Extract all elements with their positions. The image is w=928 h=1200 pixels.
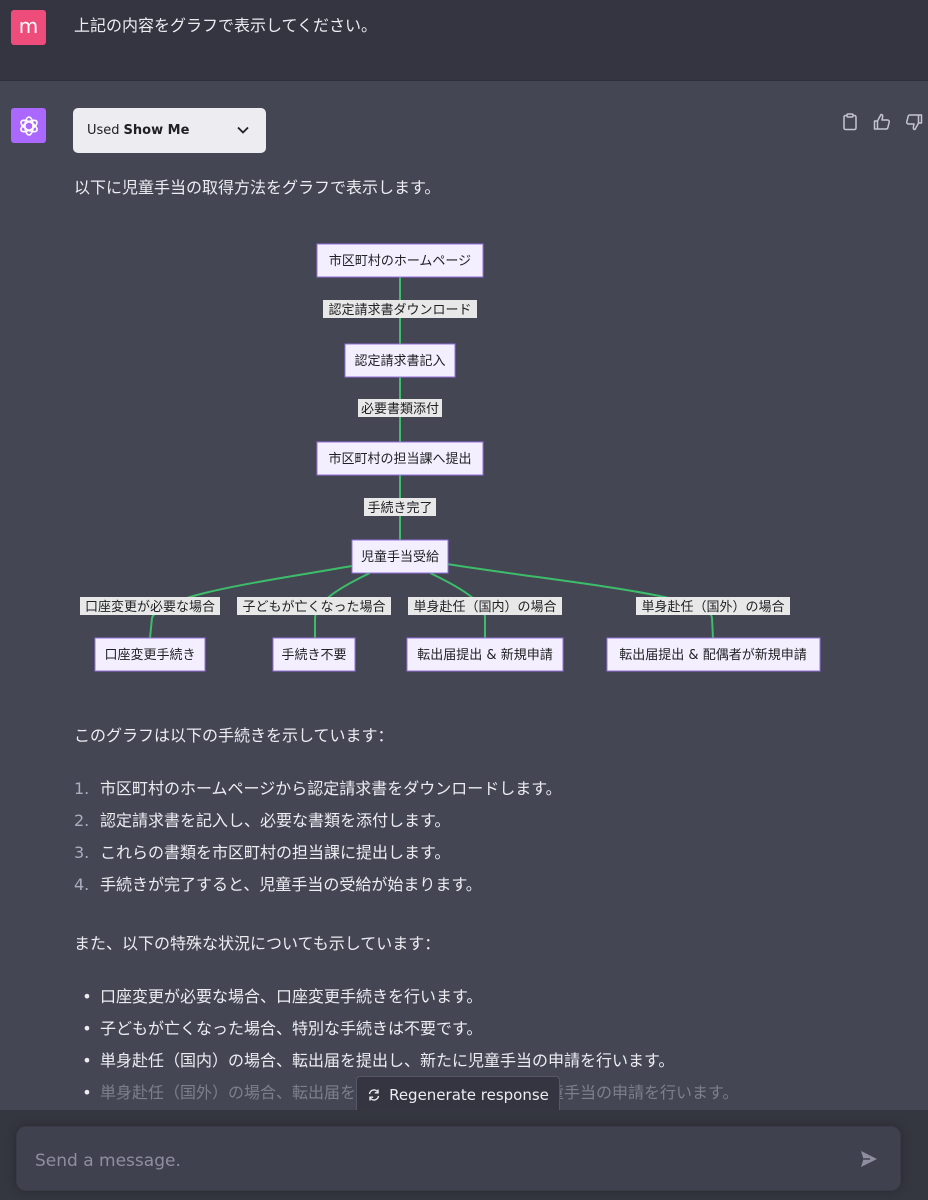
list-item: 3.これらの書類を市区町村の担当課に提出します。 (74, 843, 451, 862)
summary-text: このグラフは以下の手続きを示しています： (74, 726, 394, 745)
regenerate-response-button[interactable]: Regenerate response (356, 1076, 560, 1114)
plugin-name: Show Me (123, 123, 190, 138)
node-fill-form: 認定請求書記入 (354, 353, 445, 369)
node-no-procedure: 手続き不要 (281, 648, 346, 663)
plugin-used-prefix: Used (87, 123, 120, 138)
node-overseas: 転出届提出 & 配偶者が新規申請 (619, 647, 806, 663)
steps-list: 1.市区町村のホームページから認定請求書をダウンロードします。 2.認定請求書を… (74, 776, 562, 904)
user-avatar: m (11, 10, 46, 45)
openai-logo-icon (19, 115, 38, 136)
list-item: •単身赴任（国内）の場合、転出届を提出し、新たに児童手当の申請を行います。 (82, 1051, 675, 1070)
plugin-used-dropdown[interactable]: Used Show Me (73, 108, 266, 153)
chevron-down-icon (237, 126, 249, 134)
list-item: 4.手続きが完了すると、児童手当の受給が始まります。 (74, 875, 482, 894)
list-item: 2.認定請求書を記入し、必要な書類を添付します。 (74, 811, 451, 830)
node-domestic: 転出届提出 & 新規申請 (417, 647, 552, 663)
message-composer (16, 1126, 901, 1191)
node-homepage-box (316, 243, 484, 278)
thumbs-up-icon[interactable] (872, 112, 892, 132)
send-icon[interactable] (858, 1148, 880, 1170)
edge-label-child-died: 子どもが亡くなった場合 (242, 600, 385, 615)
list-item: •口座変更が必要な場合、口座変更手続きを行います。 (82, 987, 483, 1006)
list-item: 1.市区町村のホームページから認定請求書をダウンロードします。 (74, 779, 562, 798)
user-message-text: 上記の内容をグラフで表示してください。 (74, 16, 378, 35)
node-no-procedure-box (272, 637, 356, 672)
edge-label-complete: 手続き完了 (367, 501, 432, 516)
edge-label-domestic: 単身赴任（国内）の場合 (413, 599, 556, 615)
node-receive: 児童手当受給 (361, 549, 439, 565)
refresh-icon (368, 1089, 380, 1101)
edge-label-account-change: 口座変更が必要な場合 (85, 599, 215, 615)
node-account-change: 口座変更手続き (104, 647, 195, 663)
assistant-intro-text: 以下に児童手当の取得方法をグラフで表示します。 (74, 178, 441, 197)
edge-label-download: 認定請求書ダウンロード (328, 302, 471, 318)
node-submit-box (316, 441, 484, 476)
flowchart: 認定請求書ダウンロード 必要書類添付 手続き完了 口座変更が必要な場合 子どもが… (80, 243, 821, 672)
node-homepage: 市区町村のホームページ (329, 253, 471, 269)
list-item: •子どもが亡くなった場合、特別な手続きは不要です。 (82, 1019, 483, 1038)
edge-label-attach: 必要書類添付 (361, 402, 439, 417)
thumbs-down-icon[interactable] (904, 112, 924, 132)
node-fill-form-box (344, 343, 456, 378)
special-intro-text: また、以下の特殊な状況についても示しています： (74, 934, 441, 953)
node-submit: 市区町村の担当課へ提出 (328, 451, 471, 467)
clipboard-icon[interactable] (840, 112, 860, 132)
edge-label-overseas: 単身赴任（国外）の場合 (641, 599, 784, 615)
user-message-row: m 上記の内容をグラフで表示してください。 (0, 0, 928, 81)
node-overseas-box (606, 637, 821, 672)
message-input[interactable] (33, 1147, 837, 1175)
node-account-change-box (94, 637, 206, 672)
node-receive-box (351, 539, 449, 574)
regenerate-label: Regenerate response (389, 1086, 549, 1104)
message-actions (840, 112, 924, 132)
node-domestic-box (406, 637, 564, 672)
assistant-avatar (11, 108, 46, 143)
